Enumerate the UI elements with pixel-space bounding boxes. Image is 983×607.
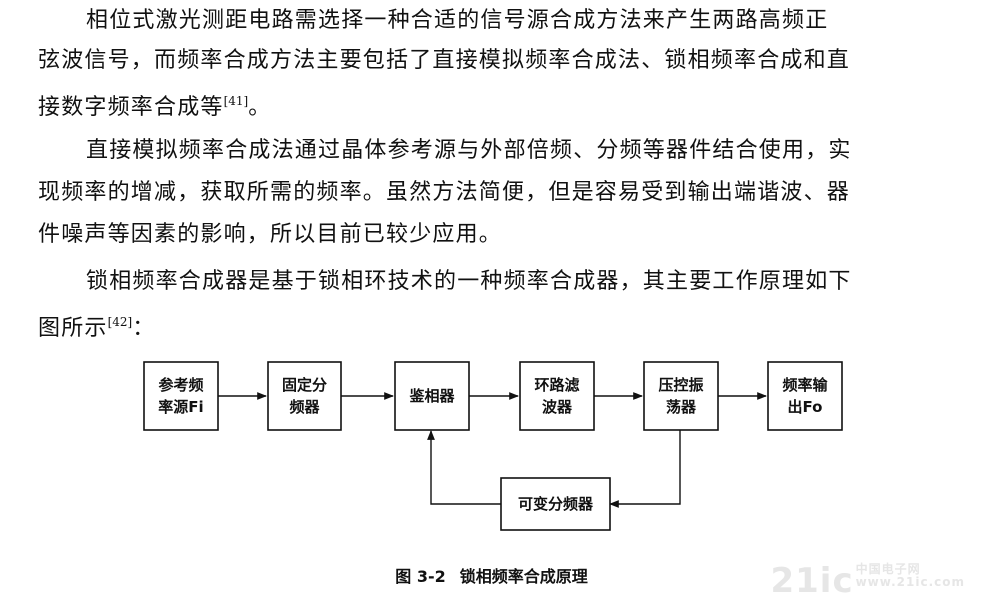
figure-title: 锁相频率合成原理 (459, 567, 588, 586)
watermark-sub-line-1: 中国电子网 (855, 562, 921, 576)
block-phase-detector: 鉴相器 (394, 361, 470, 431)
block-fixed-divider-line-1: 固定分 (282, 376, 327, 394)
paragraph-1-end-punct: 。 (248, 95, 272, 120)
block-output-line-2: 出Fo (788, 398, 823, 416)
citation-42: [42] (107, 315, 133, 329)
block-variable-divider: 可变分频器 (500, 477, 611, 531)
paragraph-1-line-3-text: 接数字频率合成等 (38, 95, 224, 120)
paragraph-3-end-punct: ： (132, 316, 156, 341)
arrow-variable-divider-to-phase-detector (427, 430, 501, 505)
block-output-line-1: 频率输 (782, 376, 828, 394)
block-loop-filter-line-1: 环路滤 (534, 376, 579, 394)
paragraph-2-line-1: 直接模拟频率合成法通过晶体参考源与外部倍频、分频等器件结合使用，实 (86, 138, 852, 163)
block-vco: 压控振 荡器 (643, 361, 719, 431)
watermark-main: 21ic (770, 561, 854, 601)
arrow-vco-to-variable-divider (609, 429, 681, 508)
block-output: 频率输 出Fo (767, 361, 843, 431)
block-loop-filter: 环路滤 波器 (519, 361, 595, 431)
paragraph-1-line-1: 相位式激光测距电路需选择一种合适的信号源合成方法来产生两路高频正 (86, 8, 829, 33)
paragraph-2-line-2: 现频率的增减，获取所需的频率。虽然方法简便，但是容易受到输出端谐波、器 (38, 180, 851, 205)
block-vco-line-1: 压控振 (658, 376, 703, 394)
block-loop-filter-line-2: 波器 (542, 398, 573, 416)
block-variable-divider-label: 可变分频器 (518, 495, 594, 513)
paragraph-3-line-1: 锁相频率合成器是基于锁相环技术的一种频率合成器，其主要工作原理如下 (86, 269, 852, 294)
paragraph-2-line-3: 件噪声等因素的影响，所以目前已较少应用。 (38, 222, 503, 247)
block-phase-detector-label: 鉴相器 (408, 387, 455, 405)
paragraph-1-line-2: 弦波信号，而频率合成方法主要包括了直接模拟频率合成法、锁相频率合成和直 (38, 48, 851, 73)
watermark-sub-line-2: www.21ic.com (855, 575, 965, 589)
figure-caption: 图 3-2 锁相频率合成原理 (0, 563, 983, 587)
paragraph-1-line-3: 接数字频率合成等[41]。 (38, 88, 271, 121)
paragraph-3-line-2: 图所示[42]： (38, 309, 155, 342)
block-reference-source-line-2: 率源Fi (158, 398, 203, 416)
figure-number: 图 3-2 (395, 567, 446, 586)
block-reference-source: 参考频 率源Fi (143, 361, 219, 431)
paragraph-3-line-2-text: 图所示 (38, 316, 108, 341)
block-reference-source-line-1: 参考频 (158, 376, 203, 394)
citation-41: [41] (223, 94, 249, 108)
block-fixed-divider-line-2: 频器 (289, 398, 320, 416)
block-vco-line-2: 荡器 (666, 398, 697, 416)
block-fixed-divider: 固定分 频器 (267, 361, 342, 431)
